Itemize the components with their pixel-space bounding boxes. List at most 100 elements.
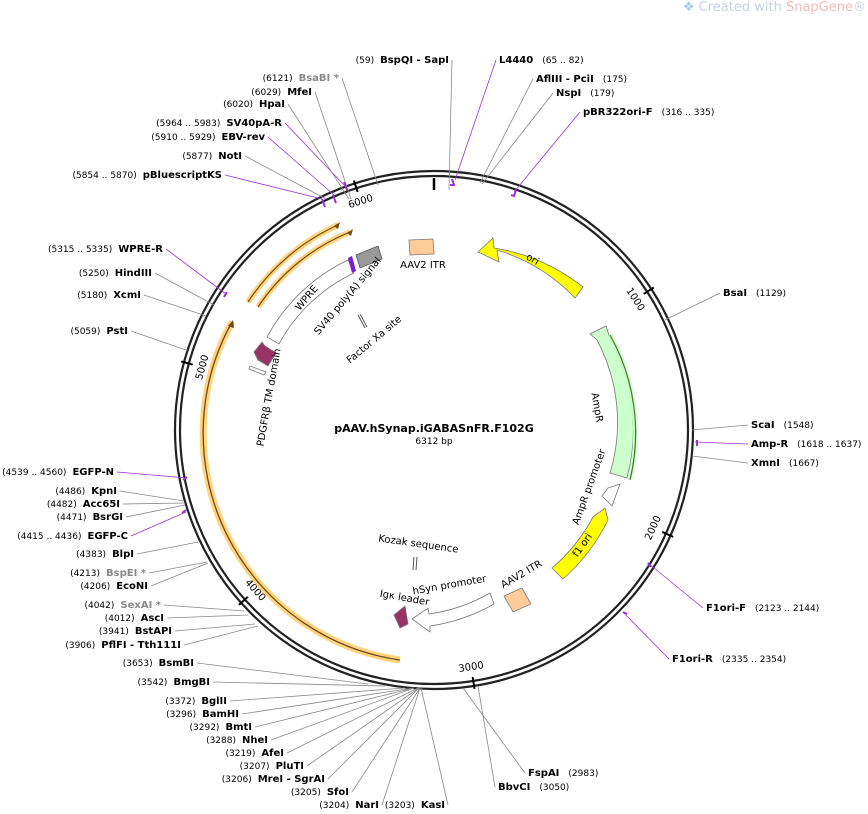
site-label-27[interactable]: (4012)AscI [105, 613, 164, 624]
site-label-47[interactable]: (6121)BsaBI * [263, 73, 340, 84]
site-label-18[interactable]: (3219)AfeI [225, 748, 284, 759]
site-position: (3292) [190, 723, 220, 733]
site-label-13[interactable]: (3203)KasI [385, 800, 445, 811]
site-position: (4471) [57, 513, 87, 523]
site-position: (2123 .. 2144) [755, 604, 819, 614]
leader-29 [150, 562, 209, 587]
site-name: EGFP-C [87, 531, 128, 542]
feature-factor-xa-site[interactable] [357, 314, 366, 329]
site-label-40[interactable]: (5315 .. 5335)WPRE-R [48, 244, 163, 255]
site-name: HpaI [259, 99, 285, 110]
site-position: (3219) [225, 749, 255, 759]
site-label-30[interactable]: (4213)BspEI * [70, 568, 147, 579]
site-position: (4486) [55, 487, 85, 497]
site-label-31[interactable]: (4383)BlpI [76, 549, 134, 560]
site-label-46[interactable]: (6029)MfeI [251, 87, 312, 98]
leader-35 [119, 490, 185, 502]
site-label-35[interactable]: (4486)KpnI [55, 486, 117, 497]
site-label-5[interactable]: BsaI(1129) [723, 288, 786, 299]
site-label-0[interactable]: (59)BspQI - SapI [356, 55, 449, 66]
site-label-28[interactable]: (4042)SexAI * [84, 600, 161, 611]
site-label-25[interactable]: (3906)PflFI - Tth111I [65, 640, 181, 651]
site-position: (2983) [568, 769, 598, 779]
site-label-15[interactable]: (3205)SfoI [291, 787, 349, 798]
site-position: (3203) [385, 801, 415, 811]
site-label-8[interactable]: XmnI(1667) [751, 458, 819, 469]
site-label-4[interactable]: pBR322ori-F(316 .. 335) [583, 107, 714, 118]
site-label-9[interactable]: F1ori-F(2123 .. 2144) [706, 603, 819, 614]
site-name: pBluescriptKS [143, 170, 222, 181]
leader-28 [163, 604, 245, 612]
site-label-20[interactable]: (3292)BmtI [190, 722, 252, 733]
site-label-17[interactable]: (3207)PluTI [240, 761, 304, 772]
site-label-3[interactable]: NspI(179) [556, 88, 614, 99]
site-name: NotI [218, 151, 242, 162]
primer-marks [181, 178, 698, 615]
site-position: (3372) [165, 697, 195, 707]
tick-2000 [661, 531, 674, 538]
site-label-19[interactable]: (3288)NheI [206, 735, 268, 746]
feature-hsyn-promoter[interactable] [411, 592, 495, 633]
site-name: FspAI [528, 768, 559, 779]
site-label-32[interactable]: (4415 .. 4436)EGFP-C [17, 531, 128, 542]
site-label-39[interactable]: (5250)HindIII [79, 268, 152, 279]
site-position: (1618 .. 1637) [797, 440, 861, 450]
site-name: BspQI - SapI [380, 55, 449, 66]
site-label-36[interactable]: (4539 .. 4560)EGFP-N [2, 467, 114, 478]
site-label-22[interactable]: (3372) BglII [165, 696, 227, 707]
watermark-prefix: Created with [698, 0, 786, 15]
site-name: BsmBI [159, 658, 194, 669]
feature-ampr-promoter[interactable] [601, 483, 621, 507]
site-position: (4482) [47, 500, 77, 510]
leader-31 [136, 541, 199, 555]
site-label-24[interactable]: (3653)BsmBI [123, 658, 194, 669]
feature-label-pdgfr-tm-domain: PDGFRβ TM domain [256, 348, 284, 448]
site-label-43[interactable]: (5910 .. 5929)EBV-rev [151, 132, 265, 143]
site-name: Acc65I [83, 499, 120, 510]
site-label-23[interactable]: (3542)BmgBI [138, 677, 210, 688]
feature-aav2-itr-3[interactable] [503, 587, 532, 613]
site-label-6[interactable]: ScaI(1548) [751, 420, 814, 431]
site-label-2[interactable]: AflIII - PciI(175) [536, 74, 627, 85]
leader-7 [694, 441, 749, 445]
site-label-21[interactable]: (3296)BamHI [166, 709, 239, 720]
site-label-34[interactable]: (4482) Acc65I [47, 499, 120, 510]
site-label-42[interactable]: (5877)NotI [182, 151, 242, 162]
feature-aav2-itr-5[interactable] [408, 238, 435, 256]
site-label-38[interactable]: (5180)XcmI [77, 290, 141, 301]
site-label-10[interactable]: F1ori-R(2335 .. 2354) [672, 654, 786, 665]
site-name: NheI [242, 735, 268, 746]
site-label-44[interactable]: (5964 .. 5983)SV40pA-R [156, 118, 282, 129]
site-position: (5910 .. 5929) [151, 133, 215, 143]
feature-kozak-sequence-2 [415, 556, 418, 571]
site-name: Amp-R [751, 439, 788, 450]
snapgene-watermark: ❖ Created with SnapGene® [683, 0, 866, 15]
feature-kozak-sequence[interactable] [412, 556, 415, 571]
site-label-33[interactable]: (4471)BsrGI [57, 512, 123, 523]
site-label-37[interactable]: (5059)PstI [70, 326, 128, 337]
site-label-12[interactable]: BbvCI(3050) [498, 782, 569, 793]
site-label-11[interactable]: FspAI (2983) [528, 768, 598, 779]
feature-ori[interactable] [477, 237, 584, 299]
site-label-26[interactable]: (3941)BstAPI [99, 626, 172, 637]
leader-42 [244, 155, 327, 200]
site-position: (4042) [84, 601, 114, 611]
feature-pdgfr-tm-domain[interactable] [253, 341, 277, 367]
tick-label-2000: 2000 [643, 514, 663, 542]
site-label-16[interactable]: (3206)MreI - SgrAI [222, 774, 325, 785]
feature-f1-ori[interactable] [551, 507, 609, 580]
site-label-1[interactable]: L4440(65 .. 82) [499, 55, 584, 66]
site-position: (3296) [166, 710, 196, 720]
site-label-45[interactable]: (6020)HpaI [223, 99, 285, 110]
site-label-41[interactable]: (5854 .. 5870)pBluescriptKS [72, 170, 222, 181]
wpre-arc-head-inner [347, 229, 353, 236]
site-label-14[interactable]: (3204)NarI [319, 800, 379, 811]
feature-igk-leader[interactable] [393, 605, 409, 629]
site-label-7[interactable]: Amp-R (1618 .. 1637) [751, 439, 861, 450]
feature-sv40-polya-signal[interactable] [355, 245, 383, 269]
site-name: BglII [201, 696, 227, 707]
site-position: (4539 .. 4560) [2, 468, 66, 478]
site-label-29[interactable]: (4206)EcoNI [80, 581, 148, 592]
site-name: SV40pA-R [226, 118, 282, 129]
